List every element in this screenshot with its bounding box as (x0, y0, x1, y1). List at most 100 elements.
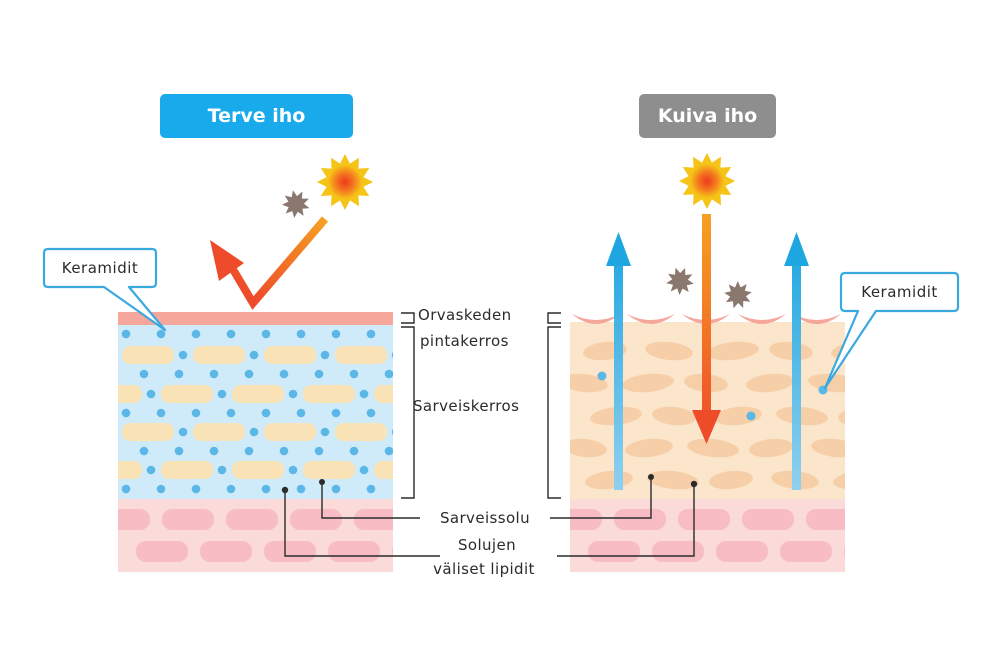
lipid-dot (244, 446, 254, 456)
bracket-corneum-left (401, 326, 415, 499)
sun-icon (317, 154, 373, 210)
dry-corneocyte-cell (622, 373, 674, 393)
dry-corneocyte-cell (647, 470, 699, 490)
corneocyte-cell (232, 461, 284, 479)
dermis-cell (226, 509, 278, 530)
lipid-dot (331, 408, 341, 418)
reflected-ray-arrow (210, 216, 329, 310)
dermis-cell (392, 546, 393, 557)
lipid-dot (156, 484, 166, 494)
dry-surface-flake (627, 314, 675, 324)
dermis-cell (118, 509, 150, 530)
lipid-dot (209, 369, 219, 379)
lipid-dot (296, 484, 306, 494)
lipid-dot (191, 408, 201, 418)
dermis-cell (844, 546, 845, 557)
corneocyte-cell (335, 423, 387, 441)
dry-corneocyte-cell (570, 373, 608, 393)
sun-icon (679, 153, 735, 209)
healthy-ceramide-callout (42, 247, 167, 332)
corneocyte-cell (193, 346, 245, 364)
lipid-dot (349, 369, 359, 379)
reflected-ray-arrowhead (210, 240, 244, 281)
dry-surface-flake (793, 314, 841, 324)
corneocyte-cell (232, 385, 284, 403)
lipid-leader-left (284, 490, 440, 557)
lipid-dot (391, 351, 393, 359)
lipid-dot (226, 484, 236, 494)
healthy-cells-group (118, 346, 393, 479)
corneocyte-cell (335, 346, 387, 364)
lipid-dot (296, 408, 306, 418)
dry-skin-title-text: Kuiva iho (657, 105, 758, 127)
healthy-ceramide-callout-text: Keramidit (61, 259, 139, 277)
dermis-cell (716, 541, 768, 562)
bracket-surface-right (547, 312, 561, 324)
dry-dermis-cells (570, 509, 845, 562)
dry-corneocyte-cell (645, 341, 693, 361)
moisture-loss-arrow-right (784, 232, 809, 490)
lipid-dot (178, 350, 188, 360)
lipid-dot (366, 329, 376, 339)
lipid-dot (279, 446, 289, 456)
lipid-dot (121, 484, 131, 494)
lipid-dot (191, 484, 201, 494)
lipid-dot (156, 408, 166, 418)
pollutant-burst-icon (666, 267, 694, 295)
dry-lipid-dot (746, 411, 756, 421)
lipids-label-line1: Solujen (457, 536, 517, 554)
lipid-dot (146, 465, 156, 475)
lipid-dot (249, 350, 259, 360)
lipid-dot (288, 465, 298, 475)
bracket-corneum-right (547, 326, 561, 499)
lipid-dot (320, 427, 330, 437)
dry-surface-flakes (572, 314, 841, 324)
lipid-dot (331, 329, 341, 339)
dermis-cell (200, 541, 252, 562)
dry-ceramide-callout (823, 271, 960, 390)
dry-corneocyte-cell (652, 406, 696, 426)
layer-brackets (401, 312, 561, 499)
lipid-dot (279, 369, 289, 379)
lipid-dot (174, 446, 184, 456)
dry-surface-flake (738, 314, 786, 324)
lipids-label-line2: väliset lipidit (433, 560, 535, 578)
dermis-cell (652, 541, 704, 562)
dry-corneocyte-cell (570, 438, 607, 458)
dry-corneocyte-cell (746, 373, 794, 393)
dermis-cell (354, 509, 393, 530)
dry-skin-title: Kuiva iho (639, 94, 776, 138)
dermis-cell (136, 541, 188, 562)
dry-corneocyte-cell (625, 438, 673, 458)
dermis-cell (780, 541, 832, 562)
lipid-dot (261, 408, 271, 418)
corneocyte-cell (118, 385, 142, 403)
corneocyte-leader-right (550, 477, 652, 519)
lipid-dot (191, 329, 201, 339)
dermis-cell (162, 509, 214, 530)
dry-corneocyte-cell (714, 406, 762, 426)
stratum-surface-label-line1: Orvaskeden (418, 306, 512, 324)
pollutant-burst-icon (724, 281, 752, 309)
dry-lipid-dot (597, 371, 607, 381)
dry-surface-flake (572, 314, 620, 324)
corneocyte-leader-left (321, 482, 420, 519)
healthy-dermis-cells (118, 509, 393, 562)
lipid-dot (366, 408, 376, 418)
bracket-surface-left (401, 312, 415, 324)
lipid-dot (156, 329, 166, 339)
dry-corneocyte-cell (749, 438, 793, 458)
lipid-dot (320, 350, 330, 360)
lipid-dot (244, 369, 254, 379)
penetrating-ray-arrow (692, 214, 721, 444)
moisture-loss-arrow-left (606, 232, 631, 490)
lipid-dot (314, 369, 324, 379)
lipid-dot (174, 369, 184, 379)
dry-corneocyte-cell (776, 406, 828, 426)
corneocyte-cell (118, 461, 142, 479)
healthy-skin-block (118, 312, 393, 572)
healthy-lipid-dots (121, 329, 393, 494)
dry-corneocyte-cell (709, 470, 753, 490)
corneocyte-cell (122, 346, 174, 364)
